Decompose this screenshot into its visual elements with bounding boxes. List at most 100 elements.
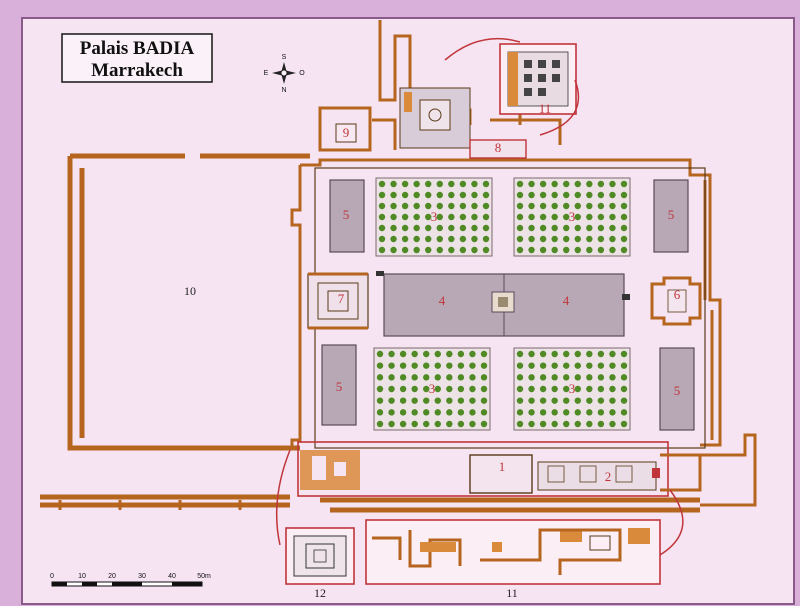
tree-icon	[551, 374, 558, 381]
tree-icon	[620, 180, 628, 188]
tree-icon	[482, 235, 490, 243]
tree-icon	[516, 385, 524, 393]
label-zone-3-ne: 3	[569, 209, 576, 224]
tree-icon	[620, 202, 628, 210]
tree-icon	[413, 235, 420, 243]
tree-icon	[586, 350, 593, 358]
tree-icon	[457, 374, 465, 381]
tree-icon	[413, 224, 420, 232]
south-block	[297, 441, 702, 497]
tree-icon	[609, 224, 616, 232]
tree-icon	[446, 362, 453, 369]
tree-icon	[516, 374, 524, 381]
tree-icon	[388, 385, 395, 393]
tree-icon	[539, 213, 547, 221]
tree-icon	[620, 385, 628, 393]
tree-icon	[376, 374, 384, 381]
tree-icon	[609, 409, 616, 416]
tree-icon	[597, 224, 605, 232]
tree-icon	[586, 374, 593, 381]
tree-icon	[563, 397, 570, 404]
north-pavilion	[318, 87, 527, 159]
tree-icon	[376, 409, 384, 416]
tree-icon	[528, 350, 535, 358]
label-zone-3-sw: 3	[429, 381, 436, 396]
tree-icon	[446, 385, 453, 393]
tree-icon	[448, 213, 455, 221]
tree-icon	[563, 350, 570, 358]
tree-icon	[457, 350, 465, 358]
tree-icon	[609, 385, 616, 393]
tree-icon	[469, 350, 476, 358]
detail-callout-12	[275, 449, 355, 585]
tree-icon	[423, 420, 430, 428]
tree-icon	[457, 409, 465, 416]
tree-icon	[609, 246, 616, 254]
tree-icon	[539, 397, 547, 404]
tree-icon	[597, 420, 605, 428]
tree-icon	[413, 202, 420, 210]
tree-icon	[434, 409, 441, 416]
label-zone-4-east: 4	[563, 293, 570, 308]
tree-icon	[528, 409, 535, 416]
tree-icon	[597, 385, 605, 393]
tree-icon	[563, 362, 570, 369]
detail-callout-11	[444, 37, 580, 136]
tree-icon	[609, 235, 616, 243]
tree-icon	[551, 224, 558, 232]
map-subtitle: Marrakech	[91, 60, 183, 81]
tree-icon	[586, 420, 593, 428]
pool-5-ne	[653, 179, 689, 253]
tree-icon	[539, 350, 547, 358]
tree-icon	[469, 397, 476, 404]
tree-icon	[597, 180, 605, 188]
tree-icon	[609, 397, 616, 404]
tree-icon	[539, 420, 547, 428]
pool-5-nw	[329, 179, 365, 253]
tree-icon	[480, 409, 488, 416]
tree-icon	[609, 362, 616, 369]
tree-icon	[609, 202, 616, 210]
tree-icon	[586, 246, 593, 254]
tree-icon	[436, 180, 443, 188]
tree-icon	[399, 350, 407, 358]
tree-icon	[388, 362, 395, 369]
scale-tick-50m: 50m	[197, 573, 211, 580]
tree-icon	[378, 235, 386, 243]
tree-icon	[482, 191, 490, 199]
tree-icon	[411, 362, 418, 369]
tree-icon	[620, 235, 628, 243]
tree-icon	[586, 224, 593, 232]
tree-icon	[551, 235, 558, 243]
tree-icon	[620, 246, 628, 254]
tree-icon	[388, 409, 395, 416]
tree-icon	[471, 202, 478, 210]
tree-icon	[425, 191, 432, 199]
tree-icon	[434, 397, 441, 404]
tree-icon	[528, 374, 535, 381]
tree-icon	[459, 202, 467, 210]
tree-icon	[411, 420, 418, 428]
tree-icon	[399, 409, 407, 416]
label-zone-4-west: 4	[439, 293, 446, 308]
tree-icon	[516, 191, 524, 199]
tree-icon	[480, 385, 488, 393]
tree-icon	[551, 397, 558, 404]
tree-icon	[563, 246, 570, 254]
tree-icon	[480, 374, 488, 381]
label-zone-5-se: 5	[674, 383, 681, 398]
tree-icon	[551, 409, 558, 416]
label-zone-5-sw: 5	[336, 379, 343, 394]
tree-icon	[436, 202, 443, 210]
tree-icon	[597, 374, 605, 381]
title-box: Palais BADIA Marrakech	[61, 33, 213, 83]
tree-icon	[401, 180, 409, 188]
tree-icon	[551, 246, 558, 254]
compass-rose-icon: S N E O	[264, 54, 306, 94]
tree-icon	[390, 191, 397, 199]
label-zone-3-nw: 3	[431, 209, 438, 224]
tree-icon	[425, 246, 432, 254]
scale-tick-20: 20	[108, 573, 116, 580]
tree-icon	[620, 374, 628, 381]
tree-icon	[436, 191, 443, 199]
